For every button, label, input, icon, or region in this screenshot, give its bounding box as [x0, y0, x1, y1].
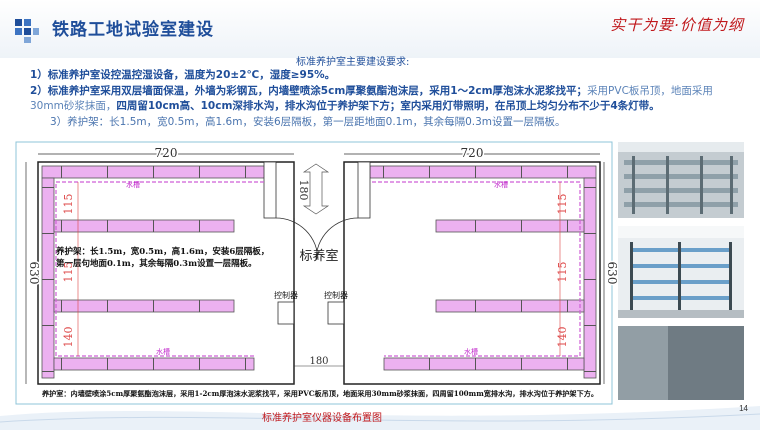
- controller-label-left: 控制器: [274, 290, 298, 300]
- dim-115-d: 115: [556, 262, 569, 283]
- room-bottom-note: 养护室：内墙壁喷涂5cm厚聚氨酯泡沫层，采用1-2cm厚泡沫水泥浆找平，采用PV…: [41, 389, 598, 398]
- photo-rack-front: [618, 226, 744, 318]
- dim-left-height: 630: [27, 262, 41, 285]
- floor-plan: 720 720 630 630 水槽 水槽 水槽 水槽 115 115 140 …: [15, 141, 621, 405]
- dim-140-b: 140: [556, 327, 569, 348]
- requirement-3: 3）养护架：长1.5m，宽0.5m，高1.6m，安装6层隔板，第一层距地面0.1…: [50, 116, 566, 128]
- room-label: 标养室: [299, 248, 338, 264]
- door-swing-right: [315, 217, 359, 261]
- rack-note-line1: 养护架：长1.5m，宽0.5m，高1.6m，安装6层隔板，: [55, 246, 269, 257]
- dim-left-width: 720: [155, 146, 178, 160]
- requirements-title: 标准养护室主要建设要求:: [296, 57, 410, 68]
- water-channel-right: [372, 181, 581, 357]
- right-room-wall: [343, 161, 601, 385]
- footer-wave: [0, 406, 760, 430]
- rack-row-left-mid1: [53, 219, 235, 233]
- photo-wall: [618, 326, 744, 400]
- dim-115-c: 115: [556, 194, 569, 215]
- requirement-2-main: 2）标准养护室采用双层墙面保温，外墙为彩钢瓦，内墙壁喷涂5cm厚聚氨酯泡沫层，采…: [30, 85, 588, 97]
- requirement-2-cont-a: 30mm砂浆抹面，: [30, 100, 117, 112]
- requirement-1: 1）标准养护室设控温控湿设备，温度为20±2℃，湿度≥95%。: [30, 69, 336, 81]
- requirement-2-tail: 采用PVC板吊顶，地面采用: [587, 85, 713, 97]
- dim-115-b: 115: [62, 262, 75, 283]
- photo-rack-top: [618, 142, 744, 218]
- figure-caption: 标准养护室仪器设备布置图: [262, 413, 382, 424]
- channel-label-3: 水槽: [156, 347, 170, 356]
- company-logo-icon: [15, 19, 39, 43]
- page-number: 14: [739, 404, 748, 413]
- rack-row-left-top: [41, 165, 269, 179]
- water-channel-left: [55, 181, 264, 357]
- rack-row-left-bottom: [53, 357, 255, 371]
- page-title: 铁路工地试验室建设: [52, 20, 214, 40]
- controller-right: [327, 301, 345, 325]
- rack-col-right: [583, 177, 597, 379]
- slogan-text: 实干为要·价值为纲: [610, 16, 744, 34]
- door-panel-right: [357, 161, 371, 219]
- dim-right-height: 630: [605, 262, 619, 285]
- rack-row-left-mid2: [53, 299, 235, 313]
- requirement-2-cont-b: 四周留10cm高、10cm深排水沟，排水沟位于养护架下方；室内采用灯带照明，在吊…: [116, 100, 660, 112]
- dim-right-width: 720: [461, 146, 484, 160]
- channel-label-1: 水槽: [126, 180, 140, 189]
- door-swing-left: [275, 217, 319, 261]
- rack-note-line2: 第一层句地面0.1m，其余每隔0.3m设置一层隔板。: [56, 258, 257, 269]
- dim-115-a: 115: [62, 194, 75, 215]
- requirement-2-cont: 30mm砂浆抹面，四周留10cm高、10cm深排水沟，排水沟位于养护架下方；室内…: [30, 99, 660, 113]
- rack-col-left: [41, 177, 55, 379]
- door-panel-left: [263, 161, 277, 219]
- header-band: [0, 0, 760, 58]
- dim-180-top: 180: [297, 180, 310, 201]
- rack-row-right-top: [369, 165, 597, 179]
- channel-label-2: 水槽: [494, 180, 508, 189]
- rack-row-right-mid1: [435, 219, 585, 233]
- dim-180-bottom: 180: [309, 356, 328, 367]
- controller-label-right: 控制器: [324, 290, 348, 300]
- dim-140-a: 140: [62, 327, 75, 348]
- requirement-2: 2）标准养护室采用双层墙面保温，外墙为彩钢瓦，内墙壁喷涂5cm厚聚氨酯泡沫层，采…: [30, 84, 713, 98]
- rack-row-right-bottom: [383, 357, 585, 371]
- controller-left: [277, 301, 295, 325]
- channel-label-4: 水槽: [464, 347, 478, 356]
- rack-row-right-mid2: [435, 299, 585, 313]
- left-room-wall: [37, 161, 295, 385]
